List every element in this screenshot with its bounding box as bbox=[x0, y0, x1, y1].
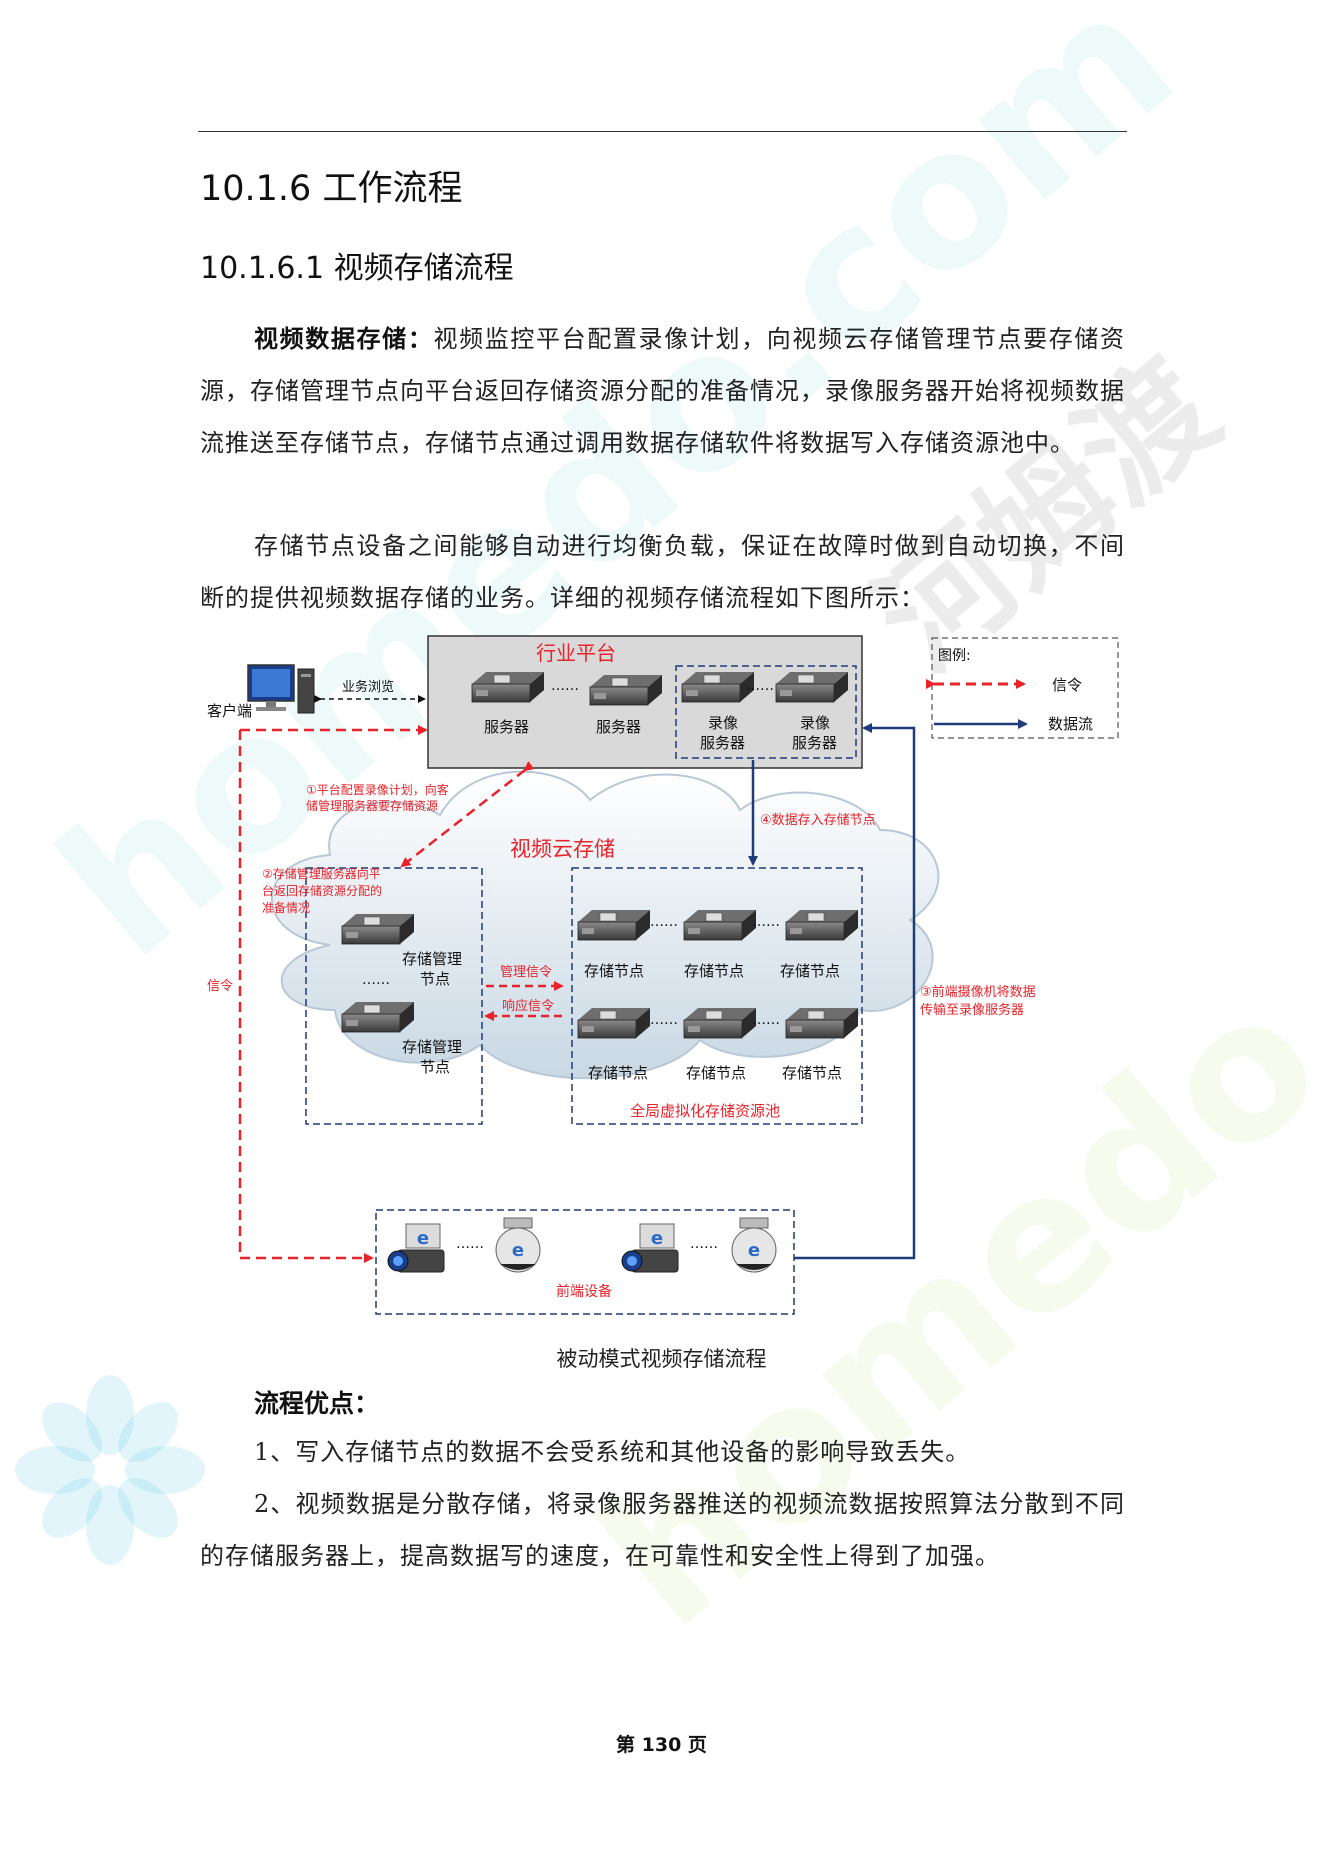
record-server-group bbox=[675, 665, 857, 759]
storage-node-label-1: 存储节点 bbox=[584, 962, 644, 980]
record-dots: …… bbox=[746, 678, 774, 694]
frontend-group bbox=[375, 1209, 795, 1315]
browse-label: 业务浏览 bbox=[342, 679, 394, 695]
page-number: 第 130 页 bbox=[616, 1734, 707, 1756]
storage-node-icon-2 bbox=[683, 909, 757, 941]
storage-flow-diagram: e e 客户端 业务浏览 行业平台 服务器 …… 服务器 bbox=[207, 635, 1119, 1315]
platform-server-label-2: 服务器 bbox=[596, 718, 641, 736]
cloud-title: 视频云存储 bbox=[510, 837, 615, 861]
storage-node-icon-4 bbox=[577, 1007, 651, 1039]
section-heading: 10.1.6 工作流程 bbox=[200, 169, 463, 209]
watermark-flower-icon bbox=[15, 1375, 205, 1565]
frontend-dots-1: …… bbox=[456, 1236, 484, 1252]
record-server-label-2a: 录像 bbox=[800, 714, 830, 732]
storage-dots-4: …… bbox=[752, 1012, 780, 1028]
dome-camera-icon-2 bbox=[731, 1217, 777, 1273]
subsection-heading: 10.1.6.1 视频存储流程 bbox=[200, 251, 514, 286]
mgmt-label-2b: 节点 bbox=[420, 1058, 450, 1076]
storage-node-icon-3 bbox=[785, 909, 859, 941]
mgmt-server-icon-2 bbox=[341, 1001, 415, 1033]
header-rule bbox=[198, 131, 1127, 132]
storage-node-icon-5 bbox=[683, 1007, 757, 1039]
record-server-label-2b: 服务器 bbox=[792, 734, 837, 752]
storage-pool-label: 全局虚拟化存储资源池 bbox=[630, 1102, 780, 1120]
record-server-label-1a: 录像 bbox=[708, 714, 738, 732]
record-server-label-1b: 服务器 bbox=[700, 734, 745, 752]
client-label: 客户端 bbox=[207, 702, 252, 720]
storage-node-label-3: 存储节点 bbox=[780, 962, 840, 980]
step2-label-2: 台返回存储资源分配的 bbox=[262, 883, 382, 898]
legend-signal-label: 信令 bbox=[1052, 676, 1082, 694]
storage-node-icon-1 bbox=[577, 909, 651, 941]
storage-dots-3: …… bbox=[650, 1012, 678, 1028]
legend-title: 图例: bbox=[938, 648, 971, 664]
advantages-title: 流程优点： bbox=[254, 1389, 380, 1418]
step3-arrow bbox=[794, 723, 916, 1260]
storage-node-label-5: 存储节点 bbox=[686, 1064, 746, 1082]
left-signal-label: 信令 bbox=[207, 979, 233, 994]
resp-signal-label: 响应信令 bbox=[502, 998, 554, 1014]
storage-node-label-4: 存储节点 bbox=[588, 1064, 648, 1082]
storage-node-label-2: 存储节点 bbox=[684, 962, 744, 980]
mgmt-signal-label: 管理信令 bbox=[500, 965, 552, 980]
advantage-item-2: 2、视频数据是分散存储，将录像服务器推送的视频流数据按照算法分散到不同的存储服务… bbox=[200, 1490, 1125, 1570]
frontend-dots-2: …… bbox=[690, 1236, 718, 1252]
mgmt-dots: …… bbox=[362, 972, 390, 988]
step1-label-2: 储管理服务器要存储资源 bbox=[306, 798, 438, 813]
step1-label-1: ①平台配置录像计划，向客 bbox=[306, 782, 449, 797]
record-server-icon-2 bbox=[775, 671, 849, 703]
storage-node-icon-6 bbox=[785, 1007, 859, 1039]
mgmt-label-1a: 存储管理 bbox=[402, 950, 462, 968]
left-signal-line bbox=[238, 730, 374, 1263]
storage-pool-group bbox=[571, 867, 863, 1125]
platform-server-icon-2 bbox=[589, 674, 663, 706]
platform-title: 行业平台 bbox=[536, 641, 616, 665]
box-camera-icon-2 bbox=[621, 1223, 679, 1273]
paragraph-1: 视频数据存储：视频监控平台配置录像计划，向视频云存储管理节点要存储资源，存储管理… bbox=[200, 313, 1125, 469]
paragraph-2: 存储节点设备之间能够自动进行均衡负载，保证在故障时做到自动切换，不间断的提供视频… bbox=[200, 532, 1125, 612]
step2-label-1: ②存储管理服务器向平 bbox=[262, 866, 381, 881]
mgmt-label-1b: 节点 bbox=[420, 970, 450, 988]
platform-server-label-1: 服务器 bbox=[484, 718, 529, 736]
paragraph-1-text: 视频监控平台配置录像计划，向视频云存储管理节点要存储资源，存储管理节点向平台返回… bbox=[200, 325, 1126, 457]
step4-label: ④数据存入存储节点 bbox=[760, 813, 876, 828]
legend-data-label: 数据流 bbox=[1048, 715, 1093, 733]
storage-node-label-6: 存储节点 bbox=[782, 1064, 842, 1082]
client-computer-icon bbox=[247, 664, 315, 714]
frontend-label: 前端设备 bbox=[556, 1283, 612, 1300]
record-server-icon-1 bbox=[681, 671, 755, 703]
step3-label-1: ③前端摄像机将数据 bbox=[920, 984, 1036, 1000]
mgmt-server-icon-1 bbox=[341, 913, 415, 945]
box-camera-icon-1 bbox=[387, 1223, 445, 1273]
storage-dots-1: …… bbox=[650, 914, 678, 930]
storage-dots-2: …… bbox=[752, 914, 780, 930]
step1-arrow bbox=[400, 761, 535, 868]
mgmt-group bbox=[305, 867, 483, 1125]
step3-label-2: 传输至录像服务器 bbox=[920, 1002, 1024, 1018]
platform-dots: …… bbox=[551, 678, 579, 694]
paragraph-1-lead: 视频数据存储： bbox=[254, 324, 434, 353]
step2-label-3: 准备情况 bbox=[262, 901, 310, 915]
platform-server-icon-1 bbox=[471, 671, 545, 703]
mgmt-label-2a: 存储管理 bbox=[402, 1038, 462, 1056]
advantage-item-1: 1、写入存储节点的数据不会受系统和其他设备的影响导致丢失。 bbox=[254, 1438, 971, 1466]
dome-camera-icon-1 bbox=[495, 1217, 541, 1273]
figure-caption: 被动模式视频存储流程 bbox=[556, 1347, 767, 1371]
